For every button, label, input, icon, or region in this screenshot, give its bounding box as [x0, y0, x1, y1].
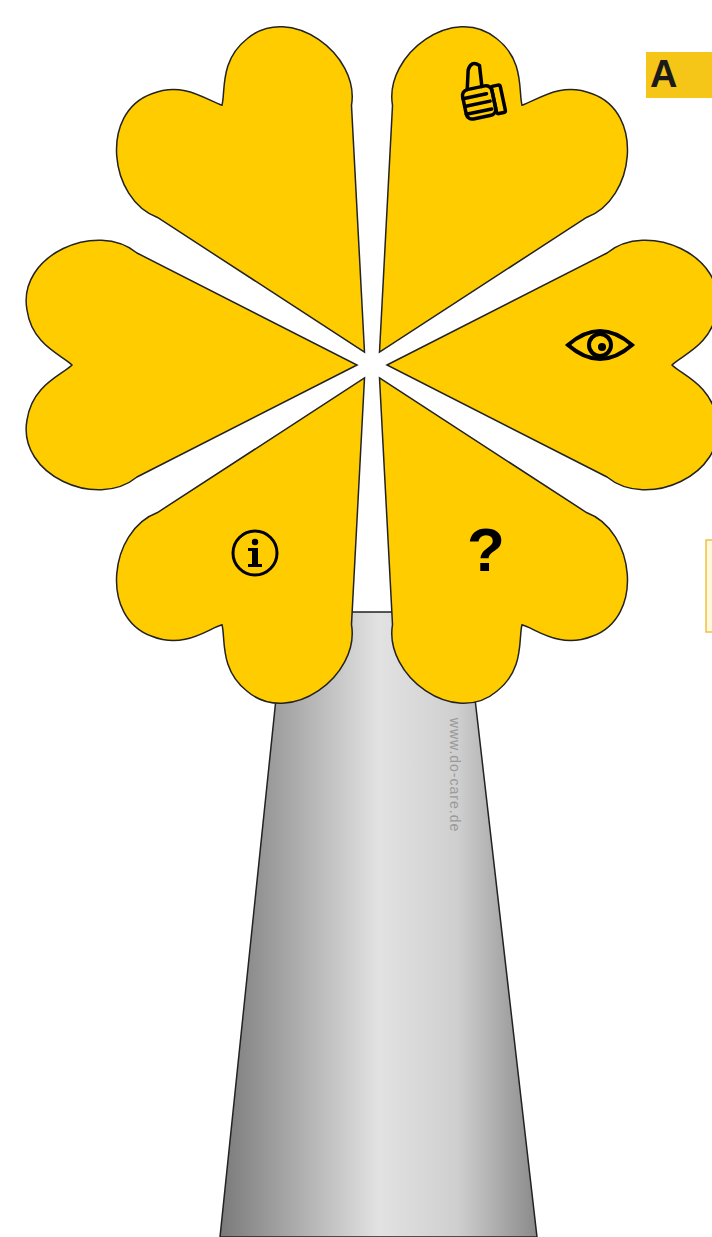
- side-box: [706, 540, 712, 632]
- title-highlight: [646, 52, 712, 98]
- trunk: [220, 612, 537, 1237]
- info-icon: [233, 531, 277, 575]
- thumbs-up-icon: [456, 59, 505, 120]
- petal: [271, 316, 653, 727]
- question-symbol: ?: [467, 514, 505, 585]
- eye-icon: [568, 331, 632, 359]
- title-letter: A: [650, 53, 677, 97]
- petal-group: [26, 3, 712, 727]
- watermark: www.do-care.de: [447, 718, 463, 832]
